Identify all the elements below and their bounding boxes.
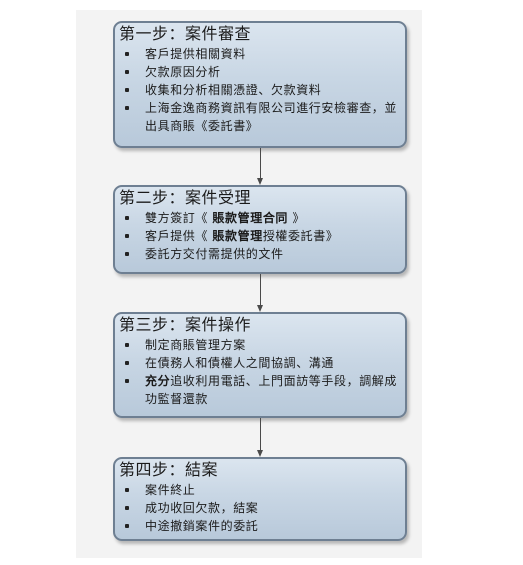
list-item: 制定商賬管理方案	[119, 336, 399, 354]
list-item: 在債務人和債權人之間協調、溝通	[119, 354, 399, 372]
bullet-icon	[125, 252, 129, 256]
list-item: 委託方交付需提供的文件	[119, 245, 399, 263]
step-4-title: 第四步：結案	[119, 460, 219, 479]
bullet-icon	[125, 379, 129, 383]
list-item: 客戶提供《 賬款管理授權委託書》	[119, 227, 399, 245]
list-item: 成功收回欠款，結案	[119, 499, 399, 517]
bullet-icon	[125, 524, 129, 528]
bullet-icon	[125, 52, 129, 56]
bullet-icon	[125, 106, 129, 110]
list-item: 欠款原因分析	[119, 63, 399, 81]
arrow-2	[257, 274, 264, 312]
step-2-box: 第二步：案件受理 雙方簽訂《 賬款管理合同 》 客戶提供《 賬款管理授權委託書》…	[113, 185, 407, 274]
step-1-title: 第一步：案件審查	[119, 24, 252, 43]
bullet-icon	[125, 343, 129, 347]
arrow-down-icon	[257, 305, 263, 312]
list-item: 上海金逸商務資訊有限公司進行安檢審查，並出具商賬《委託書》	[119, 99, 399, 135]
step-2-list: 雙方簽訂《 賬款管理合同 》 客戶提供《 賬款管理授權委託書》 委託方交付需提供…	[119, 209, 399, 263]
bullet-icon	[125, 488, 129, 492]
bullet-icon	[125, 361, 129, 365]
list-item: 充分追收利用電話、上門面訪等手段，調解成功監督還款	[119, 372, 399, 408]
bullet-icon	[125, 234, 129, 238]
step-3-title: 第三步：案件操作	[119, 315, 252, 334]
step-4-box: 第四步：結案 案件終止 成功收回欠款，結案 中途撤銷案件的委託	[113, 457, 407, 541]
step-1-list: 客戶提供相關資料 欠款原因分析 收集和分析相關憑證、欠款資料 上海金逸商務資訊有…	[119, 45, 399, 135]
list-item: 客戶提供相關資料	[119, 45, 399, 63]
step-1-box: 第一步：案件審查 客戶提供相關資料 欠款原因分析 收集和分析相關憑證、欠款資料 …	[113, 21, 407, 148]
bullet-icon	[125, 506, 129, 510]
step-2-title: 第二步：案件受理	[119, 188, 252, 207]
step-3-list: 制定商賬管理方案 在債務人和債權人之間協調、溝通 充分追收利用電話、上門面訪等手…	[119, 336, 399, 408]
list-item: 案件終止	[119, 481, 399, 499]
list-item: 雙方簽訂《 賬款管理合同 》	[119, 209, 399, 227]
arrow-3	[257, 418, 264, 457]
arrow-1	[257, 148, 264, 185]
step-4-list: 案件終止 成功收回欠款，結案 中途撤銷案件的委託	[119, 481, 399, 535]
bullet-icon	[125, 88, 129, 92]
step-3-box: 第三步：案件操作 制定商賬管理方案 在債務人和債權人之間協調、溝通 充分追收利用…	[113, 312, 407, 418]
bullet-icon	[125, 70, 129, 74]
arrow-down-icon	[257, 450, 263, 457]
arrow-down-icon	[257, 178, 263, 185]
list-item: 收集和分析相關憑證、欠款資料	[119, 81, 399, 99]
bullet-icon	[125, 216, 129, 220]
list-item: 中途撤銷案件的委託	[119, 517, 399, 535]
